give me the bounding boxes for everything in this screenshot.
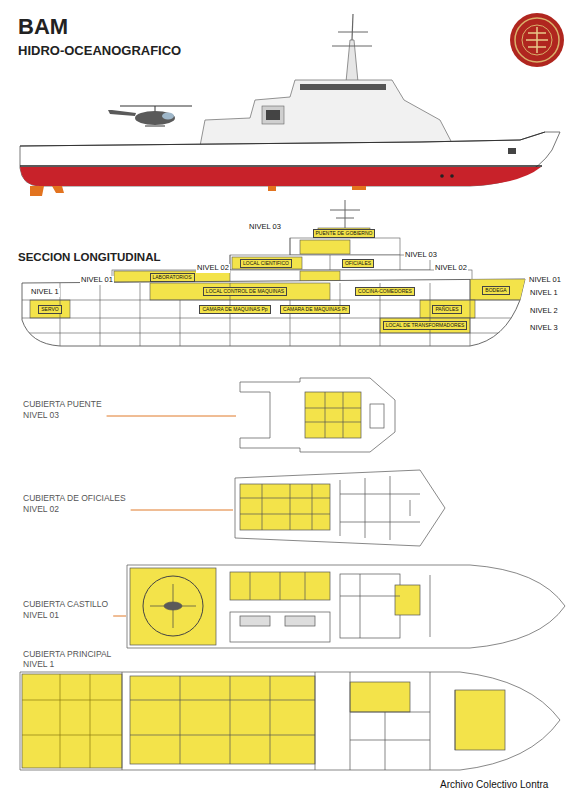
- deck-label: NIVEL 1: [529, 289, 559, 298]
- deck-label: NIVEL 2: [529, 307, 559, 316]
- deck-label: NIVEL 01: [22, 611, 60, 621]
- deck-plan-main: [20, 672, 560, 770]
- compartment-name: CAMARA DE MAQUINAS Pr: [283, 306, 347, 312]
- compartment-name: LOCAL DE TRANSFORMADORES: [386, 322, 465, 328]
- compartment-name: LOCAL CONTROL DE MAQUINAS: [206, 288, 284, 294]
- deck-label: NIVEL 03: [248, 223, 282, 232]
- compartment-name: PAÑOLES: [435, 306, 458, 312]
- compartment-name: CAMARA DE MAQUINAS Pp: [202, 306, 267, 312]
- compartment-name: OFICIALES: [345, 260, 371, 266]
- deck-label: NIVEL 02: [434, 264, 468, 273]
- deck-label: NIVEL 02: [22, 505, 60, 515]
- compartment-box: LOCAL CONTROL DE MAQUINAS: [203, 287, 287, 296]
- compartment-box: PAÑOLES: [432, 305, 461, 314]
- compartment-name: LABORATORIOS: [153, 274, 192, 280]
- watermark: Archivo Colectivo Lontra: [440, 779, 548, 791]
- deck-label: NIVEL 01: [528, 276, 562, 285]
- deck-label: NIVEL 3: [529, 324, 559, 333]
- deck-plan-forecastle: [127, 565, 565, 648]
- compartment-box: LOCAL CIENTIFICO: [240, 259, 292, 268]
- compartment-name: SERVO: [41, 306, 58, 312]
- deck-label: CUBIERTA CASTILLO: [22, 600, 109, 610]
- compartment-box: OFICIALES: [342, 259, 374, 268]
- ship-profile: [20, 14, 560, 196]
- compartment-box: BODEGA: [482, 286, 509, 295]
- compartment-box: SERVO: [38, 305, 61, 314]
- compartment-box: CAMARA DE MAQUINAS Pr: [280, 305, 350, 314]
- compartment-box: LABORATORIOS: [150, 273, 195, 282]
- deck-label: NIVEL 01: [80, 276, 114, 285]
- deck-label: CUBIERTA PUENTE: [22, 400, 103, 410]
- deck-plan-bridge: [240, 378, 395, 452]
- helicopter: [108, 106, 192, 126]
- compartment-name: COCINA-COMEDORES: [358, 288, 412, 294]
- compartment-box: COCINA-COMEDORES: [355, 287, 415, 296]
- compartment-name: BODEGA: [485, 287, 506, 293]
- deck-plan-officers: [235, 470, 445, 546]
- heading: SECCION LONGITUDINAL: [18, 251, 160, 264]
- heading: HIDRO-OCEANOGRAFICO: [18, 44, 181, 59]
- compartment-box: PUENTE DE GOBIERNO: [313, 229, 376, 238]
- deck-label: NIVEL 1: [22, 660, 55, 670]
- compartment-name: PUENTE DE GOBIERNO: [316, 230, 373, 236]
- deck-label: CUBIERTA PRINCIPAL: [22, 650, 112, 660]
- longitudinal-section: [22, 200, 530, 346]
- compartment-box: CAMARA DE MAQUINAS Pp: [199, 305, 270, 314]
- deck-label: CUBIERTA DE OFICIALES: [22, 494, 127, 504]
- deck-label: NIVEL 03: [404, 251, 438, 260]
- deck-label: NIVEL 02: [196, 264, 230, 273]
- deck-label: NIVEL 1: [30, 288, 60, 297]
- title: BAM: [18, 14, 68, 39]
- emblem: [510, 13, 564, 67]
- compartment-name: LOCAL CIENTIFICO: [243, 260, 289, 266]
- deck-label: NIVEL 03: [22, 411, 60, 421]
- compartment-box: LOCAL DE TRANSFORMADORES: [383, 321, 468, 330]
